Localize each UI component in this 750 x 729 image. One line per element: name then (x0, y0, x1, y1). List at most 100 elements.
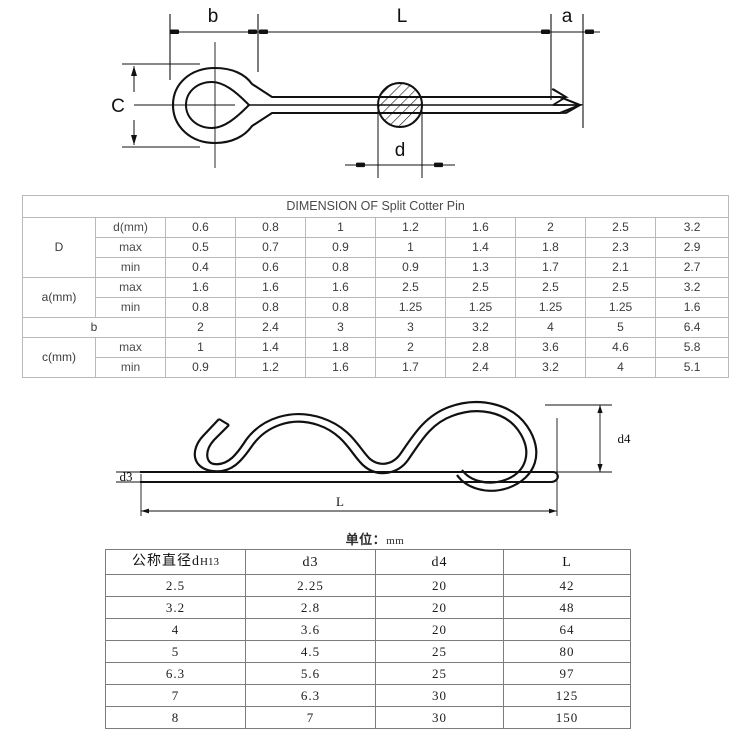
split-cotter-pin-drawing: b L a C (111, 6, 600, 178)
dim-arrows-d (356, 162, 443, 168)
cell: 2.5 (445, 277, 516, 298)
spec-header-nominal-diameter: 公称直径dH13 (105, 549, 246, 575)
cell: 0.8 (235, 297, 306, 318)
cell: 4.5 (245, 640, 376, 663)
table-title-row: DIMENSION OF Split Cotter Pin (21, 195, 730, 218)
cell: 1.6 (165, 277, 236, 298)
spec-header-d4: d4 (375, 549, 504, 575)
clip-spring-outer (193, 410, 528, 484)
table-row: 3.2 2.8 20 48 (105, 596, 631, 619)
cell: 1.7 (375, 357, 446, 378)
cell: 2 (165, 317, 236, 338)
dimension-table: DIMENSION OF Split Cotter Pin D d(mm) 0.… (21, 195, 730, 378)
cell: 0.8 (235, 217, 306, 238)
table-row: a(mm) max 1.6 1.6 1.6 2.5 2.5 2.5 2.5 3.… (22, 277, 730, 318)
cell: 1 (375, 237, 446, 258)
cell: 1 (305, 217, 376, 238)
cell: 2.9 (654, 237, 730, 258)
cell: 1.6 (235, 277, 306, 298)
cell: 25 (375, 662, 504, 685)
label-L-bottom: L (336, 494, 344, 509)
dim-arrows-L (141, 508, 557, 514)
label-C: C (111, 96, 125, 117)
pin-outer-outline (171, 66, 583, 145)
cell: 1.6 (654, 297, 730, 318)
cell: 7 (245, 706, 376, 729)
row-sub-label: min (95, 297, 166, 318)
label-d3: d3 (120, 469, 133, 484)
cell: 5.1 (654, 357, 730, 378)
cell: 2 (375, 337, 446, 358)
table-row: 5 4.5 25 80 (105, 640, 631, 663)
dimension-table-title: DIMENSION OF Split Cotter Pin (21, 195, 730, 218)
row-group-D: D (22, 217, 96, 278)
label-d: d (395, 140, 406, 161)
cell: 48 (503, 596, 631, 619)
cell: 1.6 (305, 357, 376, 378)
table-row: 4 3.6 20 64 (105, 618, 631, 641)
cell: 1.4 (445, 237, 516, 258)
row-sub-label: min (95, 257, 166, 278)
cell: 0.8 (305, 257, 376, 278)
label-L: L (397, 6, 408, 27)
cell: 3.2 (105, 596, 246, 619)
cell: 2.5 (585, 217, 656, 238)
row-sub-label: max (95, 277, 166, 298)
cell: 5 (105, 640, 246, 663)
cell: 2.4 (235, 317, 306, 338)
cell: 1.25 (515, 297, 586, 318)
cell: 25 (375, 640, 504, 663)
dim-arrows-d4 (597, 405, 603, 472)
row-sub-label: max (95, 337, 166, 358)
cell: 0.5 (165, 237, 236, 258)
cell: 30 (375, 684, 504, 707)
cell: 2.5 (375, 277, 446, 298)
units-caption-unit: mm (386, 535, 405, 547)
table-row: b 2 2.4 3 3 3.2 4 5 6.4 (22, 317, 730, 338)
cell: 30 (375, 706, 504, 729)
table-row: 6.3 5.6 25 97 (105, 662, 631, 685)
spec-table-container: 公称直径dH13 d3 d4 L 2.5 2.25 20 42 3.2 2.8 … (105, 549, 631, 729)
cell: 20 (375, 618, 504, 641)
cell: 2.3 (585, 237, 656, 258)
cell: 4 (585, 357, 656, 378)
cell: 2.1 (585, 257, 656, 278)
cell: 20 (375, 596, 504, 619)
cell: 0.9 (305, 237, 376, 258)
cell: 1.7 (515, 257, 586, 278)
cell: 1.8 (515, 237, 586, 258)
spec-header-L: L (503, 549, 631, 575)
cell: 3 (375, 317, 446, 338)
cell: 150 (503, 706, 631, 729)
row-sub-label: d(mm) (95, 217, 166, 238)
cell: 0.6 (165, 217, 236, 238)
dimension-table-container: DIMENSION OF Split Cotter Pin D d(mm) 0.… (21, 195, 730, 378)
cell: 0.8 (165, 297, 236, 318)
cell: 1.2 (235, 357, 306, 378)
cell: 2.8 (245, 596, 376, 619)
cell: 0.4 (165, 257, 236, 278)
cross-section-circle (377, 82, 423, 128)
cell: 0.7 (235, 237, 306, 258)
row-group-c: c(mm) (22, 337, 96, 378)
cell: 2.8 (445, 337, 516, 358)
cell: 1.25 (585, 297, 656, 318)
cell: 6.4 (654, 317, 730, 338)
cell: 64 (503, 618, 631, 641)
cell: 2.5 (105, 574, 246, 597)
row-group-a: a(mm) (22, 277, 96, 318)
spec-header-nominal-main: 公称直径d (132, 554, 201, 569)
table-row: 8 7 30 150 (105, 706, 631, 729)
cell: 2.25 (245, 574, 376, 597)
cell: 4 (515, 317, 586, 338)
cell: 2.5 (585, 277, 656, 298)
table-row: max 0.5 0.7 0.9 1 1.4 1.8 2.3 2.9 (23, 237, 730, 258)
label-a: a (562, 6, 573, 27)
dim-arrows-c (131, 66, 137, 145)
cell: 2.5 (515, 277, 586, 298)
cell: 4.6 (585, 337, 656, 358)
table-row: min 0.8 0.8 0.8 1.25 1.25 1.25 1.25 1.6 (23, 297, 730, 318)
pin-eye-hole (184, 80, 251, 130)
cell: 42 (503, 574, 631, 597)
cell: 80 (503, 640, 631, 663)
